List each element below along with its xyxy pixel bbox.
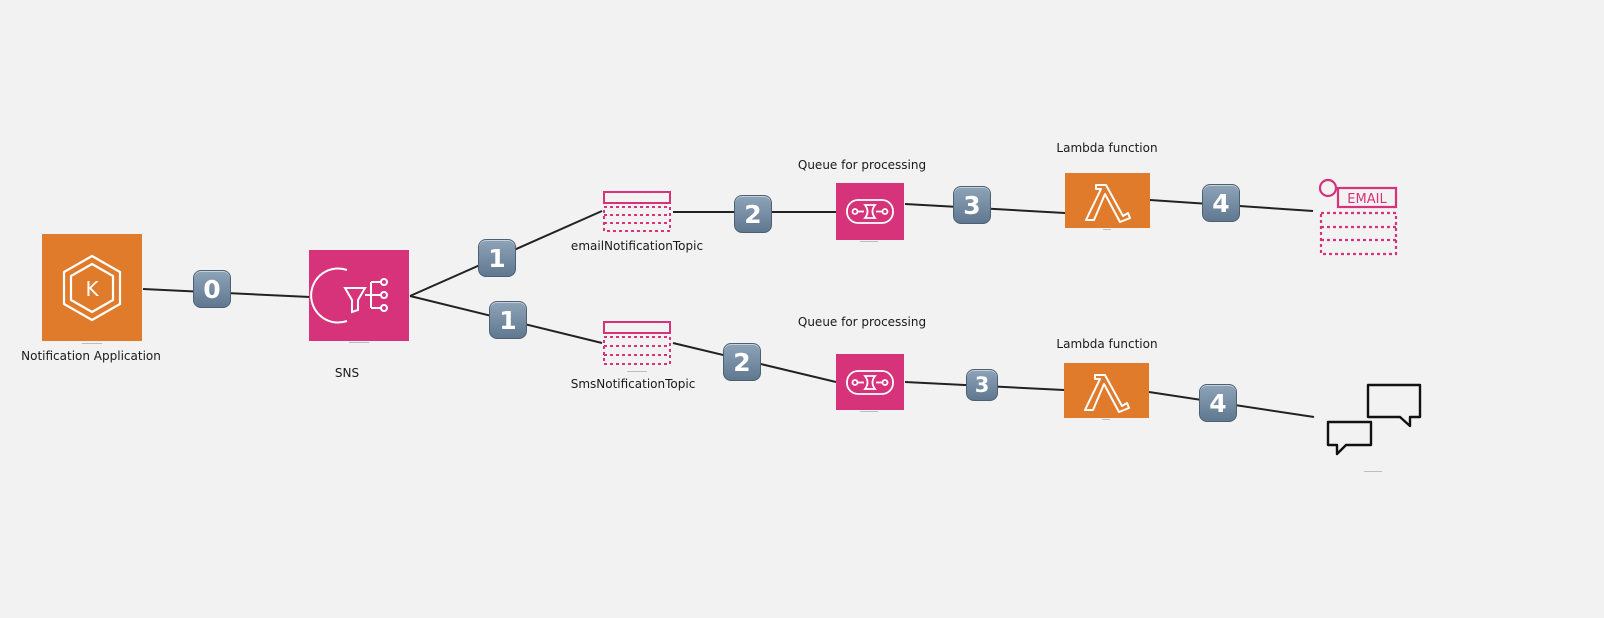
- svg-text:K: K: [85, 277, 99, 301]
- sms-notification-topic-node[interactable]: [602, 320, 672, 368]
- sqs-queue-icon: [846, 370, 894, 395]
- step-badge-1-sms: 1: [489, 301, 527, 339]
- node-handle: [349, 342, 369, 343]
- step-badge-3-email: 3: [953, 186, 991, 224]
- lambda-sms-node[interactable]: [1064, 363, 1149, 418]
- step-badge-3-sms: 3: [966, 369, 998, 401]
- step-badge-2-email: 2: [734, 195, 772, 233]
- queue-sms-label: Queue for processing: [797, 315, 927, 329]
- sms-target-node[interactable]: [1324, 382, 1424, 458]
- step-badge-2-sms: 2: [723, 343, 761, 381]
- queue-email-label: Queue for processing: [797, 158, 927, 172]
- notification-application-label: Notification Application: [21, 349, 161, 363]
- lambda-sms-label: Lambda function: [1056, 337, 1158, 351]
- step-badge-1-email: 1: [478, 239, 516, 277]
- node-handle: [860, 241, 878, 242]
- node-handle: [1103, 229, 1111, 230]
- sqs-queue-icon: [846, 199, 894, 224]
- kubernetes-icon: K: [62, 254, 122, 322]
- topic-icon: [603, 191, 671, 232]
- lambda-icon: [1084, 374, 1130, 413]
- email-icon: EMAIL: [1318, 178, 1398, 256]
- sms-notification-topic-label: SmsNotificationTopic: [570, 377, 696, 391]
- node-handle: [860, 411, 878, 412]
- lambda-email-label: Lambda function: [1056, 141, 1158, 155]
- queue-sms-node[interactable]: [836, 354, 904, 410]
- sns-icon: [310, 267, 388, 324]
- node-handle: [627, 371, 647, 372]
- email-text: EMAIL: [1347, 192, 1387, 207]
- sns-label: SNS: [334, 366, 360, 380]
- node-handle: [1102, 419, 1110, 420]
- queue-email-node[interactable]: [836, 183, 904, 240]
- email-notification-topic-label: emailNotificationTopic: [570, 239, 704, 253]
- sns-node[interactable]: [309, 250, 409, 341]
- node-handle: [82, 343, 102, 344]
- notification-application-node[interactable]: K: [42, 234, 142, 341]
- node-handle: [1364, 471, 1382, 472]
- step-badge-0: 0: [193, 270, 231, 308]
- email-target-node[interactable]: EMAIL: [1318, 177, 1400, 257]
- email-notification-topic-node[interactable]: [602, 190, 672, 234]
- step-badge-4-sms: 4: [1199, 384, 1237, 422]
- chat-bubbles-icon: [1326, 383, 1422, 456]
- lambda-icon: [1085, 184, 1131, 223]
- topic-icon: [603, 321, 671, 365]
- step-badge-4-email: 4: [1202, 184, 1240, 222]
- lambda-email-node[interactable]: [1065, 173, 1150, 228]
